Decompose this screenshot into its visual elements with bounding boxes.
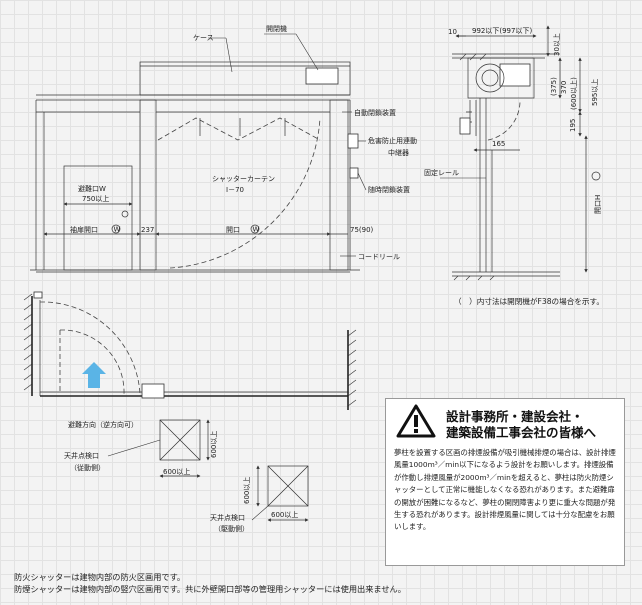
dim-75: 75(90) [350, 226, 374, 234]
footnote-line1: 防火シャッターは建物内部の防火区画用です。 [14, 572, 186, 582]
dim-10: 10 [448, 28, 457, 36]
warning-box: 設計事務所・建設会社・ 建築設備工事会社の皆様へ 夢柱を設置する区画の排煙設備が… [385, 398, 625, 566]
dim-375: (375) [550, 77, 558, 96]
inspect-1-side: （従動側） [70, 463, 105, 472]
inspect-2-dim-h: 600以上 [271, 510, 298, 519]
side-opening-label: 袖扉開口 [70, 225, 98, 234]
evac-door-size: 750以上 [82, 194, 109, 203]
cord-reel-label: コードリール [358, 253, 400, 261]
opener-label: 開閉機 [266, 24, 287, 33]
evac-direction-arrow-icon [82, 362, 106, 388]
evac-door-label: 避難口W [78, 184, 106, 193]
hazard-relay-box [347, 133, 359, 149]
dim-165: 165 [492, 140, 505, 148]
shutter-case [139, 61, 351, 96]
plan-view: 600以上 600以上 600以上 600以上 避難方向（逆方向可） 天井点検口… [23, 291, 357, 533]
opening-w: W [253, 226, 260, 234]
warning-triangle-icon [396, 404, 436, 438]
inspect-1-label: 天井点検口 [64, 451, 99, 460]
inspection-hatch-drive [267, 465, 309, 507]
side-section: 10 992以下(997以下) 30以上 (375) 370 (600以上) 5… [424, 25, 602, 281]
front-elevation: ケース 開閉機 自動閉鎖装置 危害防止用連動 中継器 随時閉鎖装置 シャッターカ… [30, 24, 417, 273]
inspect-2-dim-v: 600以上 [242, 477, 251, 504]
footnote-line2: 防煙シャッターは建物内部の竪穴区画用です。共に外壁開口部等の管理用シャッターには… [14, 584, 406, 594]
fixed-rail-label: 固定レール [424, 168, 459, 177]
height-label: 開口H [594, 195, 602, 214]
side-opening-w: W [114, 226, 121, 234]
inspect-1-dim-h: 600以上 [163, 467, 190, 476]
dim-600: (600以上) [569, 77, 578, 110]
inspect-2-side: （駆動側） [214, 524, 249, 533]
dim-595: 595以上 [590, 79, 599, 106]
inspect-2-label: 天井点検口 [210, 513, 245, 522]
dim-992: 992以下(997以下) [472, 27, 532, 35]
curtain-code: I－70 [226, 186, 244, 194]
dim-370: 370 [560, 81, 568, 94]
warning-header: 設計事務所・建設会社・ 建築設備工事会社の皆様へ [386, 399, 626, 440]
plan-post [141, 383, 165, 399]
dim-195: 195 [569, 119, 577, 132]
evac-door [63, 165, 133, 271]
relay-label: 中継器 [388, 148, 409, 157]
curtain-name: シャッターカーテン [212, 174, 275, 183]
evac-direction-label: 避難方向（逆方向可） [68, 420, 138, 429]
manual-lock-box [349, 167, 359, 179]
warning-title-line1: 設計事務所・建設会社・ [446, 409, 584, 424]
warning-body: 夢柱を設置する区画の排煙設備が吸引機械排煙の場合は、設計排煙風量1000m³／m… [394, 448, 616, 532]
opening-label: 開口 [226, 226, 240, 234]
dim-30: 30以上 [552, 33, 561, 56]
footnote: 防火シャッターは建物内部の防火区画用です。 防煙シャッターは建物内部の竪穴区画用… [14, 571, 406, 595]
dim-237: 237 [141, 226, 154, 234]
case-label: ケース [193, 34, 214, 42]
auto-lock-label: 自動閉鎖装置 [354, 108, 396, 117]
warning-title-line2: 建築設備工事会社の皆様へ [446, 425, 597, 440]
inspect-1-dim-v: 600以上 [209, 431, 218, 458]
opener-unit [305, 67, 339, 85]
hazard-relay-label: 危害防止用連動 [368, 136, 417, 145]
manual-lock-label: 随時閉鎖装置 [368, 185, 410, 194]
paren-note: （ ）内寸法は開閉機がF38の場合を示す。 [454, 297, 604, 306]
